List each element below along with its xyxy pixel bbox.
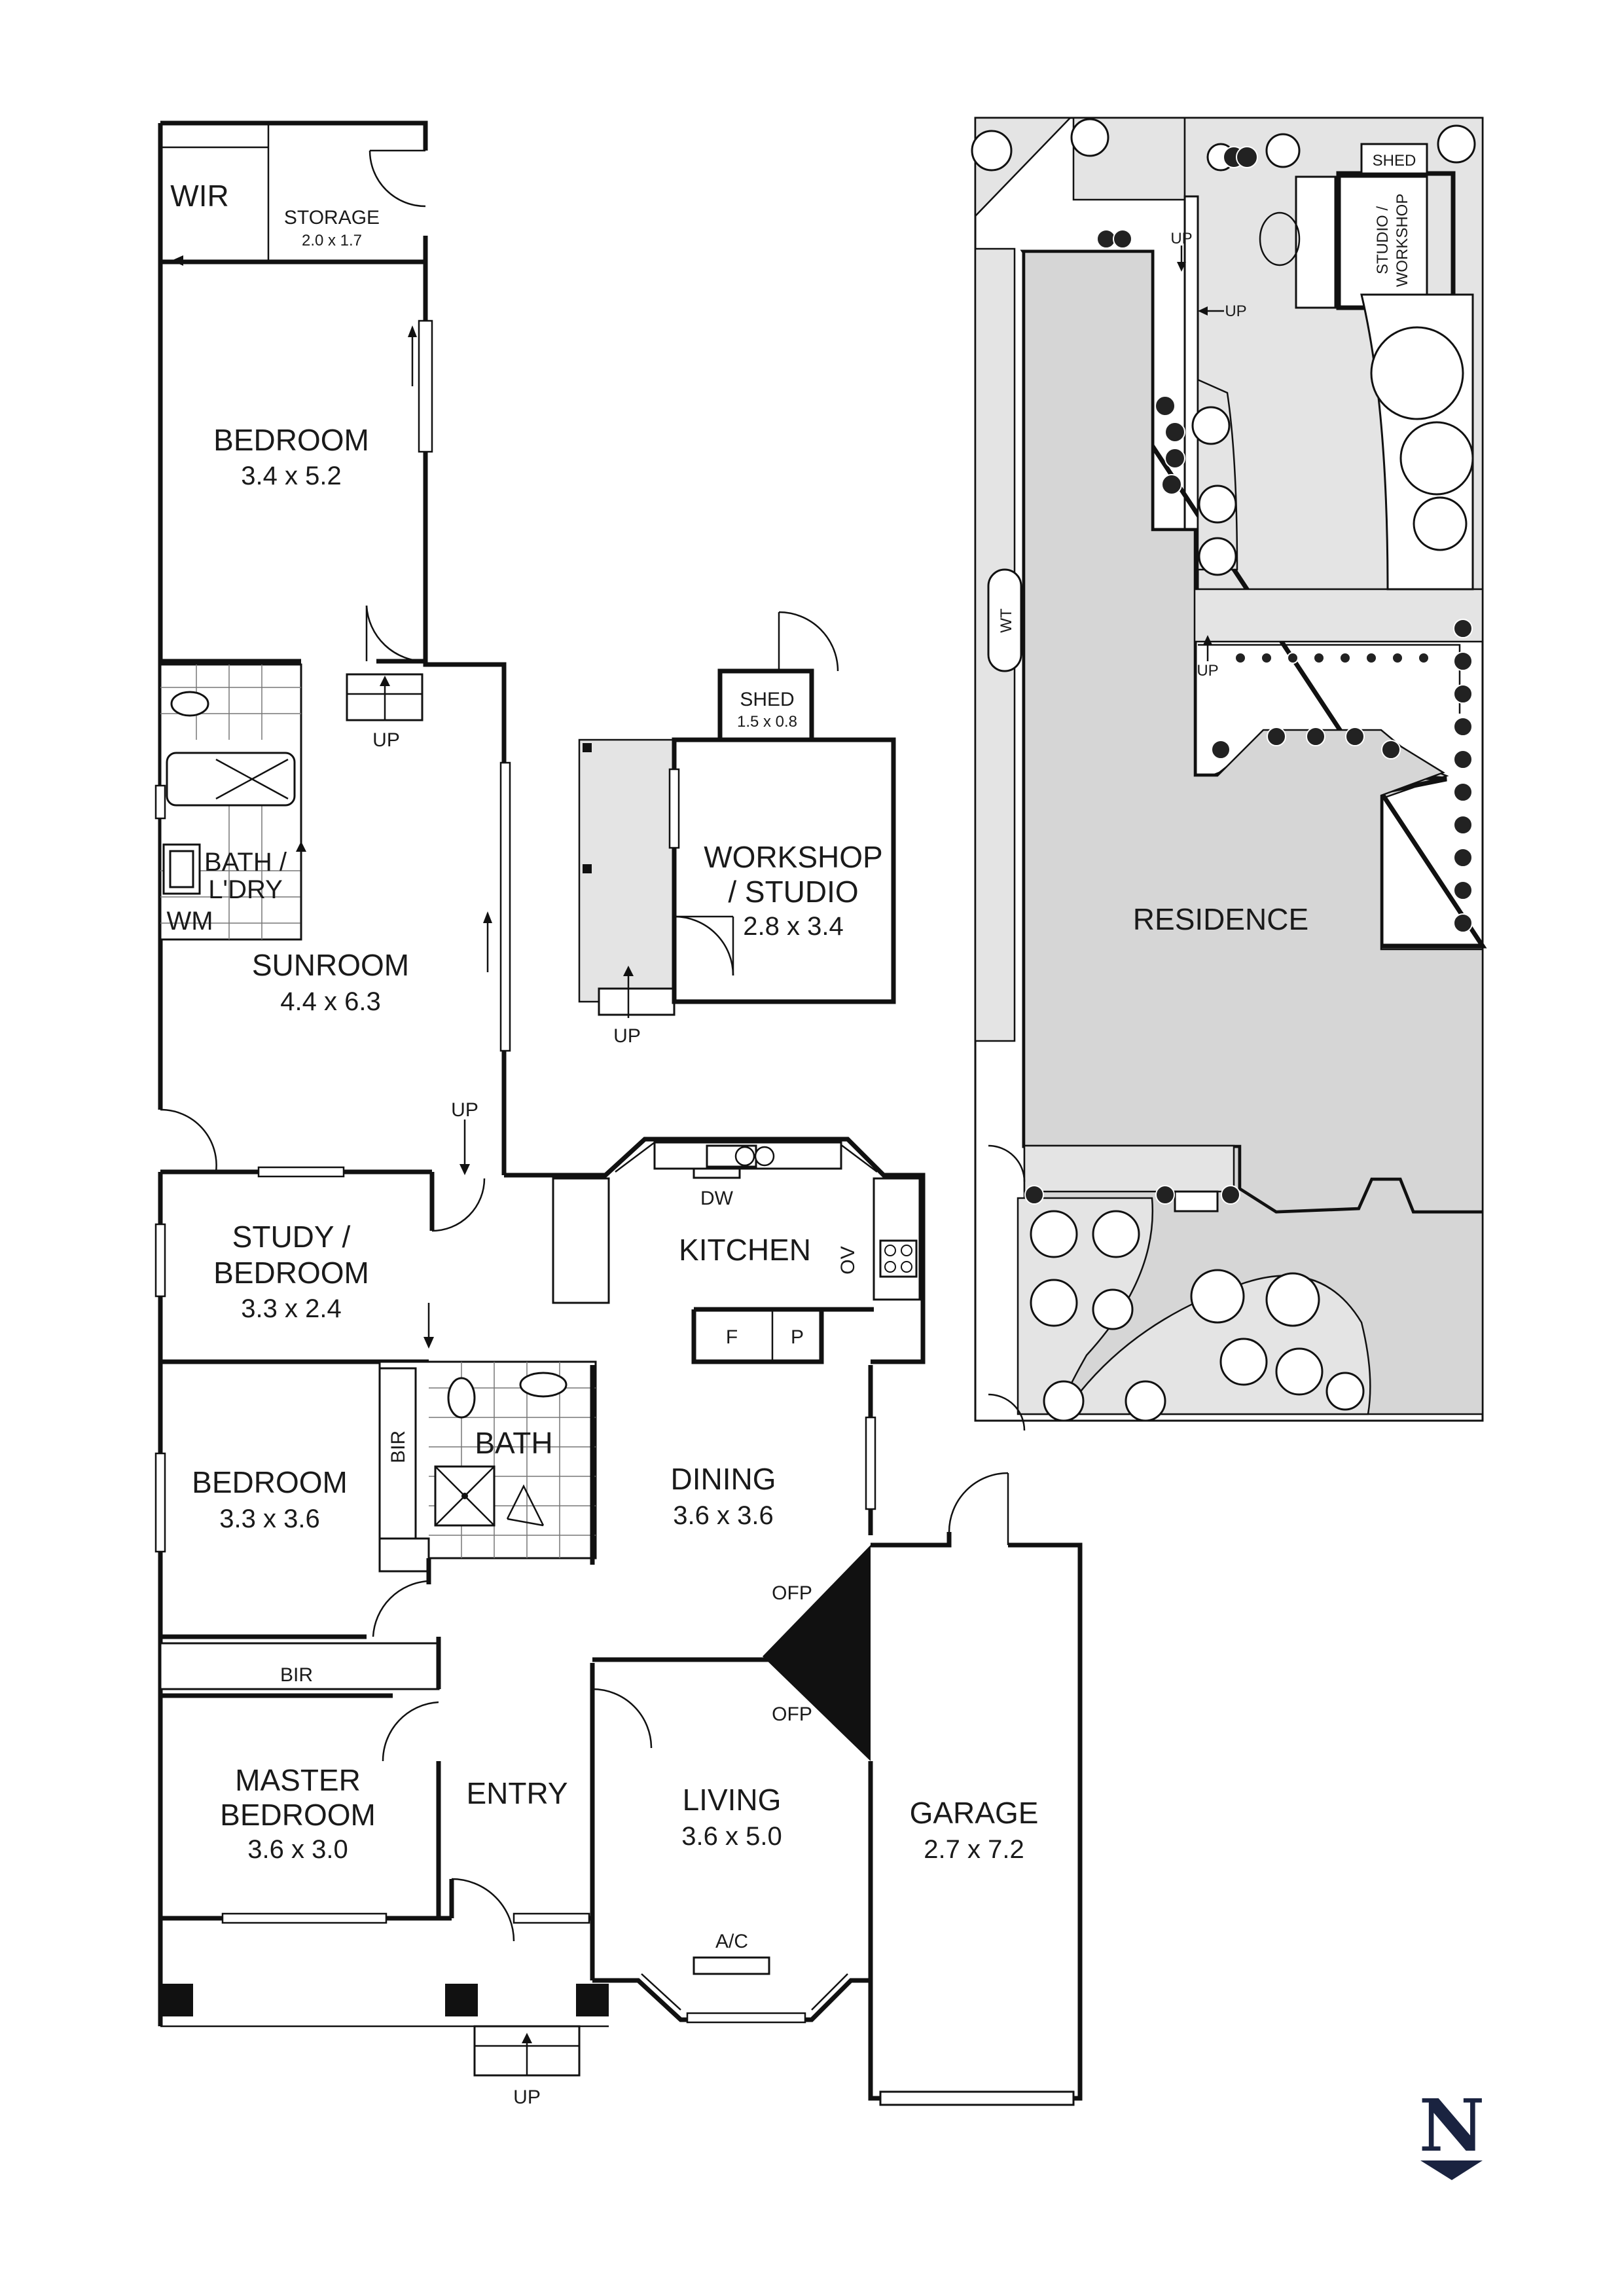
workshop-label-2: / STUDIO <box>728 875 858 909</box>
garage-label: GARAGE <box>910 1796 1039 1830</box>
residence-label: RESIDENCE <box>1133 902 1308 936</box>
site-up-label-2: UP <box>1225 302 1246 320</box>
site-shed-label: SHED <box>1373 152 1416 170</box>
trees <box>971 118 1476 1422</box>
bedroom2-label: BEDROOM <box>192 1465 348 1499</box>
bath-ldry-label-2: L'DRY <box>208 875 283 904</box>
entry-label: ENTRY <box>466 1776 568 1810</box>
stair-up-label-1: UP <box>372 729 400 751</box>
site-studio-label-1: STUDIO / <box>1374 206 1392 274</box>
labels: WIR STORAGE 2.0 x 1.7 BEDROOM 3.4 x 5.2 … <box>166 152 1485 2168</box>
wt-label: WT <box>998 608 1015 633</box>
storage-label: STORAGE <box>284 207 380 228</box>
dining-label: DINING <box>671 1462 776 1496</box>
site-studio-label-2: WORKSHOP <box>1394 194 1411 287</box>
main-house <box>154 120 1083 2106</box>
master-bir-label: BIR <box>280 1664 313 1686</box>
dining-dims: 3.6 x 3.6 <box>673 1501 773 1530</box>
bath-ldry-label-1: BATH / <box>204 848 287 877</box>
master-label-1: MASTER <box>235 1763 361 1797</box>
north-letter: N <box>1419 2083 1485 2168</box>
ov-label: OV <box>837 1246 859 1274</box>
master-dims: 3.6 x 3.0 <box>247 1835 348 1864</box>
sunroom-dims: 4.4 x 6.3 <box>280 987 380 1016</box>
sunroom-label: SUNROOM <box>252 948 409 982</box>
wm-label: WM <box>166 907 213 936</box>
garage-dims: 2.7 x 7.2 <box>924 1835 1024 1864</box>
site-up-label-1: UP <box>1170 230 1192 247</box>
fridge-label: F <box>726 1326 738 1348</box>
kitchen-label: KITCHEN <box>679 1233 811 1267</box>
bedroom1-label: BEDROOM <box>213 423 369 457</box>
bedroom1-dims: 3.4 x 5.2 <box>241 462 341 490</box>
site-up-label-3: UP <box>1197 662 1218 680</box>
shed-label: SHED <box>740 689 794 710</box>
north-arrow <box>1420 2160 1483 2180</box>
ac-label: A/C <box>715 1931 748 1952</box>
ofp-top-label: OFP <box>772 1582 812 1604</box>
master-label-2: BEDROOM <box>220 1798 376 1832</box>
stair-up-label-4: UP <box>513 2086 541 2108</box>
workshop-dims: 2.8 x 3.4 <box>743 912 843 941</box>
wir-label: WIR <box>170 179 228 213</box>
study-label-1: STUDY / <box>232 1220 351 1254</box>
ofp-bottom-label: OFP <box>772 1704 812 1725</box>
living-dims: 3.6 x 5.0 <box>681 1822 782 1851</box>
living-label: LIVING <box>683 1783 782 1817</box>
study-label-2: BEDROOM <box>213 1256 369 1290</box>
stair-up-label-3: UP <box>613 1025 641 1047</box>
stair-up-label-2: UP <box>451 1099 478 1121</box>
workshop-label-1: WORKSHOP <box>704 840 882 874</box>
workshop-building <box>578 611 896 1018</box>
bedroom2-bir-label: BIR <box>387 1430 409 1463</box>
bath-label: BATH <box>475 1426 552 1460</box>
bedroom2-dims: 3.3 x 3.6 <box>219 1504 319 1533</box>
study-dims: 3.3 x 2.4 <box>241 1294 341 1323</box>
pantry-label: P <box>791 1326 804 1348</box>
site-plan <box>971 117 1487 1431</box>
shrubs <box>1024 146 1473 1205</box>
storage-dims: 2.0 x 1.7 <box>302 232 362 249</box>
shed-dims: 1.5 x 0.8 <box>737 713 797 731</box>
dw-label: DW <box>700 1188 734 1209</box>
